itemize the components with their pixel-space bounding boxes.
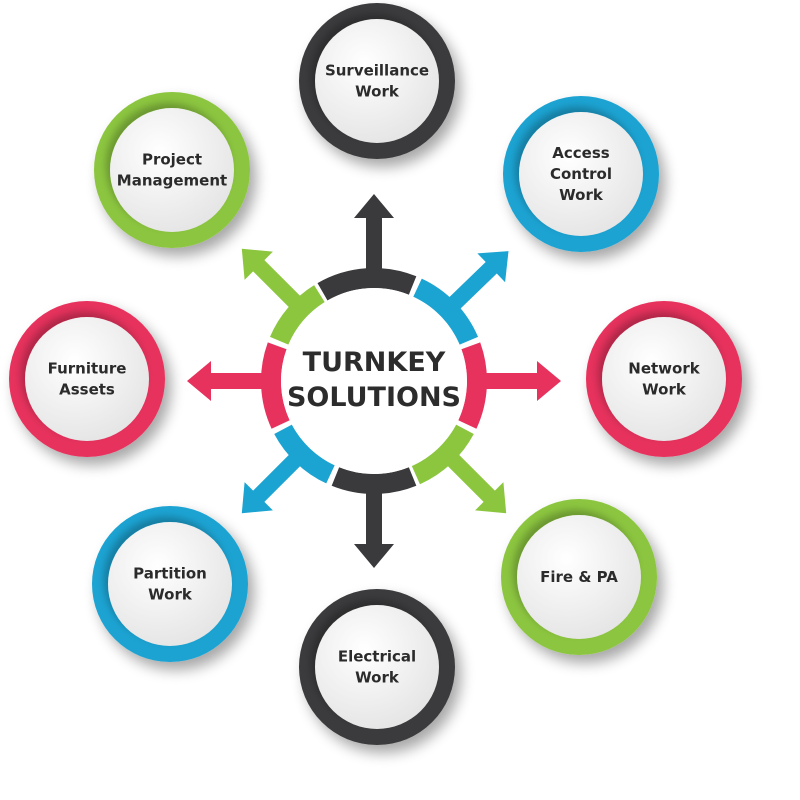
arrow-fire-pa (441, 448, 507, 514)
node-label-surveillance-line-1: Surveillance (325, 62, 429, 80)
node-label-access-control-line-2: Control (550, 165, 612, 183)
node-fire-pa: Fire & PA (501, 499, 657, 655)
node-label-electrical-line-1: Electrical (338, 648, 416, 666)
arrow-project-management (241, 248, 307, 314)
arrow-partition (241, 448, 307, 514)
ring-arc-electrical (331, 467, 417, 494)
arrow-access-control (442, 251, 509, 316)
ring-arc-access-control (413, 278, 479, 345)
node-label-surveillance-line-2: Work (355, 83, 400, 101)
connector-arrows (187, 194, 561, 568)
ring-arc-fire-pa (411, 424, 474, 485)
node-face-project-management (110, 108, 234, 232)
node-label-project-management-line-1: Project (142, 151, 202, 169)
node-label-furniture-line-1: Furniture (48, 360, 127, 378)
node-label-partition-line-2: Work (148, 586, 193, 604)
ring-arc-network (458, 342, 487, 429)
node-face-surveillance (315, 19, 439, 143)
node-label-electrical-line-2: Work (355, 669, 400, 687)
node-face-partition (108, 522, 232, 646)
node-face-electrical (315, 605, 439, 729)
node-label-access-control-line-3: Work (559, 186, 604, 204)
node-label-partition-line-1: Partition (133, 565, 207, 583)
node-label-network-line-2: Work (642, 381, 687, 399)
node-label-fire-pa-line-1: Fire & PA (540, 568, 618, 586)
arrow-furniture (187, 361, 271, 401)
center-circle (281, 288, 467, 474)
ring-arcs (261, 268, 487, 494)
node-label-access-control-line-1: Access (552, 144, 609, 162)
ring-arc-furniture (261, 342, 290, 429)
arrow-network (477, 361, 561, 401)
node-label-network-line-1: Network (628, 360, 700, 378)
ring-arc-project-management (269, 285, 325, 345)
node-face-furniture (25, 317, 149, 441)
center-title-line-2: SOLUTIONS (287, 382, 461, 413)
arrow-surveillance (354, 194, 394, 278)
ring-arc-partition (274, 424, 336, 484)
node-face-access-control (519, 112, 643, 236)
node-label-furniture-line-2: Assets (59, 381, 115, 399)
node-face-fire-pa (517, 515, 641, 639)
center-title-line-1: TURNKEY (303, 347, 446, 378)
center-hub: TURNKEY SOLUTIONS (281, 288, 467, 474)
ring-arc-surveillance (317, 268, 417, 301)
node-face-network (602, 317, 726, 441)
arrow-electrical (354, 484, 394, 568)
service-nodes: SurveillanceWorkAccessControlWorkNetwork… (9, 3, 742, 745)
node-label-project-management-line-2: Management (117, 172, 227, 190)
